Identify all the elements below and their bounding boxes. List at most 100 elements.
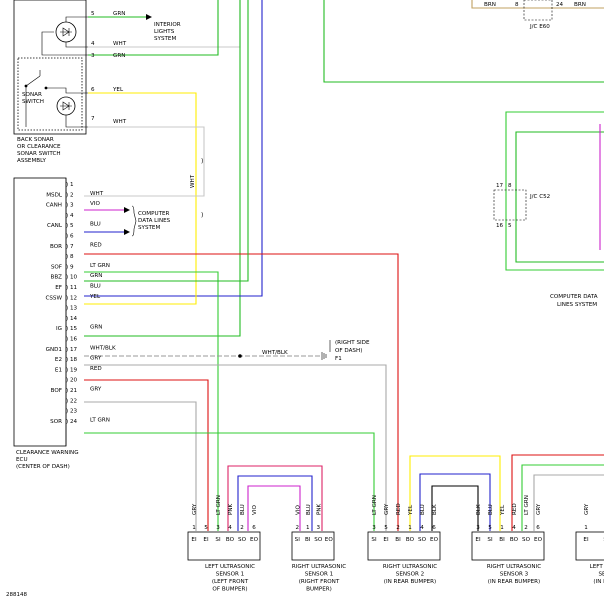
sensor-wire-label: YEL bbox=[500, 504, 506, 516]
wire-red-s3 bbox=[511, 454, 604, 531]
ecu-pin-num: 22 bbox=[70, 398, 77, 404]
ecu-pin-num: 12 bbox=[70, 295, 77, 301]
ecu-pin-wire: VIO bbox=[90, 201, 100, 207]
ecu-pin-num: 15 bbox=[70, 326, 78, 332]
sensor-wire-label: GRY bbox=[384, 503, 390, 515]
wire-grn-ig bbox=[84, 0, 241, 337]
ecu-pin-name: CANL bbox=[47, 223, 63, 229]
ecu-pin-wire: BLU bbox=[90, 222, 101, 228]
ecu-pin-wire: LT GRN bbox=[90, 417, 110, 423]
ecu-pin-num: 17 bbox=[70, 347, 78, 353]
ecu-pin-bracket: ) bbox=[66, 234, 68, 240]
wire-grn-c52-outer bbox=[505, 111, 604, 271]
ecu-pin-bracket: ) bbox=[66, 409, 68, 415]
sensor-wire-label: BLU bbox=[306, 504, 312, 515]
ecu-pin-name: IG bbox=[56, 326, 62, 332]
jc-e60-box bbox=[523, 0, 553, 21]
sensor-wire-label: PNK bbox=[228, 503, 234, 515]
ecu-pin-wire: LT GRN bbox=[90, 263, 110, 269]
sensor-wire-label: BLU bbox=[240, 504, 246, 515]
sensor-pin-name: BO bbox=[406, 537, 415, 543]
wire-gry-bof bbox=[84, 401, 197, 531]
ecu-pin-name: EF bbox=[55, 285, 62, 291]
ecu-pin-wire: RED bbox=[90, 242, 102, 248]
sensor-pin-name: SI bbox=[487, 537, 493, 543]
ecu-pin-num: 6 bbox=[70, 234, 74, 240]
ecu-pin-wire: BLU bbox=[90, 284, 101, 290]
sensor-label: LEFT ULTRASONIC bbox=[205, 564, 255, 570]
sensor-wire-label: RED bbox=[512, 503, 518, 515]
ecu-pin-num: 23 bbox=[70, 409, 78, 415]
ground-label-1: (RIGHT SIDE bbox=[335, 340, 370, 346]
sw-wire-5: GRN bbox=[113, 11, 125, 17]
sensor-label: (LEFT FRONT bbox=[212, 579, 249, 585]
wires bbox=[84, 0, 604, 531]
computer-data-right-1: COMPUTER DATA bbox=[550, 294, 598, 300]
sensor-pin-num: 1 bbox=[408, 525, 412, 531]
sensor-wire-label: LT GRN bbox=[524, 495, 530, 515]
sensor-wire-label: BLK bbox=[476, 504, 482, 515]
ecu-pin-num: 7 bbox=[70, 244, 74, 250]
sensor-label: SE bbox=[598, 572, 604, 578]
sensor-wire-label: PNK bbox=[316, 503, 322, 515]
sensor-pin-num: 1 bbox=[584, 525, 588, 531]
jc-c52-pin-5: 5 bbox=[508, 223, 512, 229]
sensor-pin-name: BI bbox=[499, 537, 505, 543]
sensor-pin-num: 2 bbox=[396, 525, 400, 531]
sensor-label: SENSOR 3 bbox=[500, 572, 529, 578]
jc-e60-left-pin: 8 bbox=[515, 2, 519, 8]
sensor-pin-name: EI bbox=[203, 537, 209, 543]
sensor-pin-num: 1 bbox=[500, 525, 504, 531]
ecu-pin-bracket: ) bbox=[66, 213, 68, 219]
ecu-pin-num: 9 bbox=[70, 264, 74, 270]
figure-id: 288148 bbox=[6, 592, 27, 598]
sensor-pin-name: EO bbox=[325, 537, 334, 543]
ecu-pin-bracket: ) bbox=[66, 316, 68, 322]
sensor-pin-num: 6 bbox=[536, 525, 540, 531]
sw-pin-5: 5 bbox=[91, 11, 95, 17]
jc-c52-pin-8: 8 bbox=[508, 183, 512, 189]
ecu-pin-name: E1 bbox=[55, 367, 63, 373]
lower-led-symbol bbox=[60, 101, 88, 128]
wire-break-2: ) bbox=[201, 212, 203, 219]
sensor-pin-num: 5 bbox=[384, 525, 388, 531]
ecu-pin-wire: WHT bbox=[90, 191, 104, 197]
ecu-pin-wire: RED bbox=[90, 366, 102, 372]
switch-terminal bbox=[44, 86, 48, 90]
sensor-pin-num: 3 bbox=[216, 525, 220, 531]
ecu-pin-bracket: ) bbox=[66, 264, 68, 270]
sensor-pin-name: EI bbox=[191, 537, 197, 543]
wire-blu-s2 bbox=[419, 473, 491, 531]
sensor-pin-name: SI bbox=[295, 537, 301, 543]
jc-e60-wire bbox=[471, 0, 604, 9]
ecu-pin-num: 16 bbox=[70, 337, 78, 343]
sensor-pin-num: 2 bbox=[240, 525, 244, 531]
wire-red-bor bbox=[84, 253, 399, 531]
wire-blu-s1 bbox=[237, 475, 313, 531]
sensor-pin-num: 2 bbox=[524, 525, 528, 531]
sensor-label: SENSOR 2 bbox=[396, 572, 424, 578]
sensor-label: SENSOR 1 bbox=[216, 572, 245, 578]
jc-c52-pin-17: 17 bbox=[496, 183, 504, 189]
jc-e60-left-wire: BRN bbox=[484, 2, 496, 8]
ecu-pin-num: 11 bbox=[70, 285, 78, 291]
sensor-box bbox=[367, 531, 441, 561]
ecu-pin-num: 8 bbox=[70, 254, 74, 260]
ecu-pin-name: BOR bbox=[50, 244, 62, 250]
ecu-pin-num: 2 bbox=[70, 192, 74, 198]
sensor-pin-name: SO bbox=[522, 537, 531, 543]
sw-wire-7: WHT bbox=[113, 119, 127, 125]
sensor-label: BUMPER) bbox=[306, 587, 332, 593]
sensor-wire-label: GRY bbox=[536, 503, 542, 515]
sensor-box bbox=[471, 531, 545, 561]
ecu-pin-wire: GRN bbox=[90, 325, 102, 331]
ecu-pin-num: 20 bbox=[70, 378, 78, 384]
jc-e60-label: J/C E60 bbox=[529, 24, 550, 30]
wire-yel-s2 bbox=[409, 455, 501, 531]
wire-red-e1 bbox=[84, 379, 209, 531]
switch-assembly-label-4: ASSEMBLY bbox=[17, 158, 46, 164]
sensor-pin-num: 4 bbox=[512, 525, 516, 531]
